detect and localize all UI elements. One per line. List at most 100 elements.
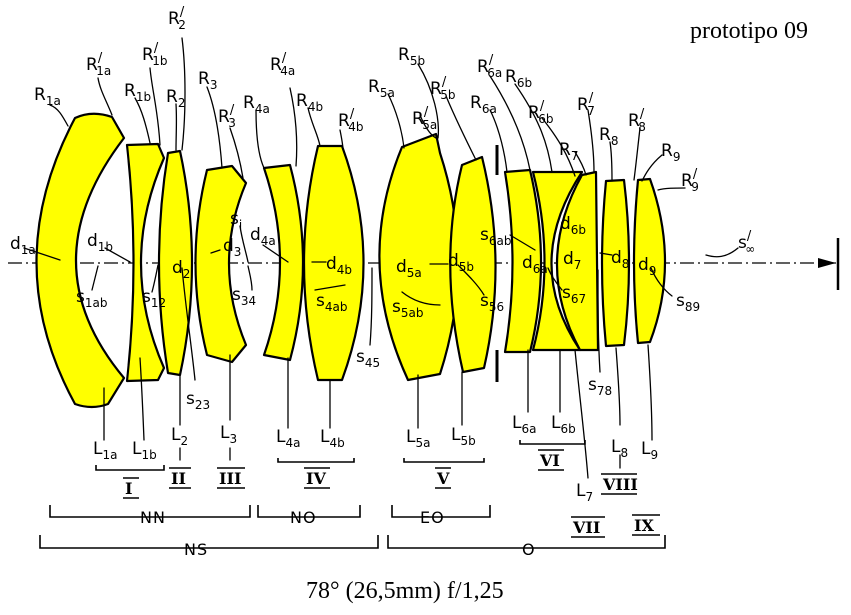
symbol-R1b: R1b <box>124 81 151 104</box>
symbol-s5ab: s5ab <box>392 297 423 320</box>
lens-L1b <box>125 142 166 383</box>
symbol-d4b: d4b <box>326 254 352 277</box>
symbol-R4b: R4b <box>296 91 323 114</box>
symbol-d5b: d5b <box>448 251 474 274</box>
symbol-s78: s78 <box>588 375 612 398</box>
symbol-L7: L7 <box>576 481 593 504</box>
symbol-L8: L8 <box>611 437 628 460</box>
symbol-s23: s23 <box>186 389 210 412</box>
symbol-R6bp: R/6b <box>528 99 553 126</box>
symbol-d7: d7 <box>563 249 581 272</box>
group-label-NN: NN <box>140 508 166 527</box>
symbol-R2: R2 <box>166 87 185 110</box>
symbol-R1ap: R/1a <box>86 51 111 78</box>
symbol-si: si <box>230 209 242 232</box>
lens-L8 <box>600 178 631 348</box>
symbol-s6ab: s6ab <box>480 225 511 248</box>
component-numerals: I II III IV V VI VII VIII IX <box>125 451 654 537</box>
bracket-NO <box>257 505 361 518</box>
symbol-L1a: L1a <box>93 439 117 462</box>
symbol-labels: R1aR/1aR1bR/1bR2R/2R3R/3R4aR/4aR4bR/4bR5… <box>10 5 755 504</box>
symbol-d9: d9 <box>638 255 656 278</box>
symbol-s4ab: s4ab <box>316 291 347 314</box>
symbol-L9: L9 <box>641 439 658 462</box>
lens-L3 <box>194 164 248 364</box>
symbol-R5ap: R/5a <box>412 105 437 132</box>
symbol-R8p: R/8 <box>628 107 646 134</box>
brace-I <box>95 465 165 471</box>
lens-L5a <box>378 132 460 382</box>
bracket-O <box>387 535 666 549</box>
group-label-O: O <box>522 540 536 559</box>
symbol-R1a: R1a <box>34 85 61 108</box>
symbol-R6b: R6b <box>505 67 532 90</box>
symbol-d2: d2 <box>172 258 190 281</box>
symbol-d3: d3 <box>223 236 241 259</box>
component-IV: IV <box>306 469 326 488</box>
component-numeral-rules <box>123 449 660 538</box>
component-IX: IX <box>634 516 654 535</box>
symbol-d6b: d6b <box>560 214 586 237</box>
component-I: I <box>125 479 132 498</box>
symbol-d1b: d1b <box>87 231 113 254</box>
symbol-R3p: R/3 <box>218 103 236 130</box>
symbol-L1b: L1b <box>132 439 157 462</box>
bracket-EO <box>391 505 491 518</box>
symbol-R9: R9 <box>661 141 680 164</box>
symbol-R5b: R5b <box>398 45 425 68</box>
lens-L7 <box>555 170 600 352</box>
symbol-s56: s56 <box>480 291 504 314</box>
symbol-R6a: R6a <box>470 93 497 116</box>
symbol-d5a: d5a <box>396 257 422 280</box>
leader-lines <box>23 37 739 479</box>
brace-IV <box>277 458 355 463</box>
symbol-R9p: R/9 <box>681 167 699 194</box>
symbol-R7: R7 <box>559 140 578 163</box>
symbol-L6b: L6b <box>551 413 576 436</box>
bracket-NN <box>49 505 251 518</box>
symbol-d6a: d6a <box>522 253 548 276</box>
component-VIII: VIII <box>602 475 638 494</box>
symbol-R6ap: R/6a <box>477 53 502 80</box>
symbol-s12: s12 <box>142 287 166 310</box>
symbol-s89: s89 <box>676 291 700 314</box>
symbol-L2: L2 <box>171 425 188 448</box>
symbol-R2p: R/2 <box>168 5 186 32</box>
symbol-R4ap: R/4a <box>270 51 295 78</box>
component-V: V <box>436 469 450 488</box>
symbol-d4a: d4a <box>250 225 276 248</box>
axis-arrowhead <box>818 258 836 268</box>
lens-L4a <box>262 163 305 362</box>
symbol-L5b: L5b <box>451 425 476 448</box>
symbol-R1bp: R/1b <box>142 41 167 68</box>
symbol-sinf: s/∞ <box>738 229 755 256</box>
symbol-L6a: L6a <box>512 413 536 436</box>
brace-VI <box>519 440 586 445</box>
symbol-L4a: L4a <box>276 427 300 450</box>
component-II: II <box>171 469 186 488</box>
bracket-NS <box>39 535 379 549</box>
lens-L6a <box>503 168 543 354</box>
symbol-R3: R3 <box>198 69 217 92</box>
lens-L1a <box>35 112 126 409</box>
symbol-s67: s67 <box>562 283 586 306</box>
lens-L5b <box>449 155 497 374</box>
lens-L9 <box>632 177 667 345</box>
component-VII: VII <box>572 518 600 537</box>
symbol-L3: L3 <box>220 423 237 446</box>
symbol-s1ab: s1ab <box>76 287 107 310</box>
symbol-d8: d8 <box>611 248 629 271</box>
symbol-R5a: R5a <box>368 77 395 100</box>
symbol-s34: s34 <box>232 285 256 308</box>
diagram-title: prototipo 09 <box>690 18 808 44</box>
symbol-R4a: R4a <box>243 93 270 116</box>
component-III: III <box>219 469 241 488</box>
symbol-R5bp: R/5b <box>430 75 455 102</box>
symbol-R7p: R/7 <box>577 91 595 118</box>
symbol-R4bp: R/4b <box>338 107 363 134</box>
brace-V <box>403 458 485 463</box>
group-label-NS: NS <box>184 540 208 559</box>
diagram-caption: 78° (26,5mm) f/1,25 <box>306 578 504 604</box>
group-label-NO: NO <box>290 508 317 527</box>
lens-L4b <box>302 144 365 382</box>
